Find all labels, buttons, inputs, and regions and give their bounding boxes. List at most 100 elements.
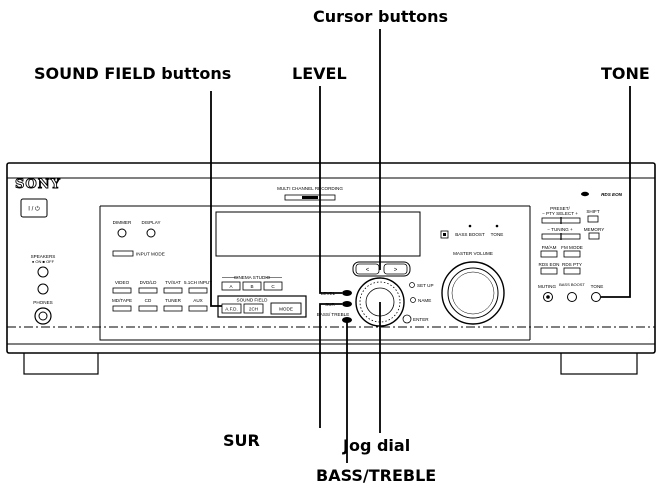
master-volume-label: MASTER VOLUME	[453, 251, 493, 256]
tone-button[interactable]	[591, 292, 601, 302]
bass-boost-indicator-label: BASS BOOST	[455, 232, 485, 237]
cursor-right-button[interactable]	[383, 263, 408, 275]
tone-indicator-label: TONE	[491, 232, 504, 237]
right-foot	[560, 349, 638, 375]
input-dvd-button[interactable]	[138, 287, 158, 294]
dimmer-button[interactable]	[117, 228, 127, 238]
callout-level: LEVEL	[292, 64, 347, 83]
callout-sur: SUR	[223, 431, 260, 450]
leader-sound-field	[210, 91, 222, 307]
center-panel-outline	[99, 206, 530, 341]
cursor-left-button[interactable]	[355, 263, 380, 275]
display-button[interactable]	[146, 228, 156, 238]
preset-label: PRESET/	[550, 206, 570, 211]
cinema-c-button[interactable]	[263, 281, 283, 291]
callout-tone: TONE	[601, 64, 650, 83]
rds-pty-label: RDS PTY	[562, 262, 582, 267]
cinema-b-button[interactable]	[242, 281, 262, 291]
enter-label: ENTER	[413, 317, 429, 322]
speakers-button-b[interactable]	[37, 283, 49, 295]
sony-logo: SONY	[15, 177, 61, 192]
receiver-body	[6, 162, 656, 354]
dimmer-label: DIMMER	[113, 220, 132, 225]
power-label: I / ⏻	[28, 206, 40, 213]
shift-label: SHIFT	[586, 209, 599, 214]
input-label-aux: AUX	[193, 298, 202, 303]
display-window	[215, 211, 421, 257]
input-label-51ch: 5.1CH INPUT	[184, 280, 212, 285]
rds-eon-btn-label: RDS EON	[539, 262, 560, 267]
input-tuner-button[interactable]	[163, 305, 183, 312]
input-video-button[interactable]	[112, 287, 132, 294]
pty-select-label: − PTY SELECT +	[542, 211, 578, 216]
rds-eon-button[interactable]	[540, 267, 558, 275]
setup-label: SET UP	[417, 283, 434, 288]
input-label-cd: CD	[145, 298, 152, 303]
input-label-mdtape: MD/TAPE	[112, 298, 132, 303]
cinema-studio-label: CINEMA STUDIO	[234, 275, 271, 280]
input-label-dvd: DVD/LD	[140, 280, 158, 285]
name-label: NAME	[418, 298, 431, 303]
callout-bass-treble: BASS/TREBLE	[316, 466, 437, 485]
setup-button[interactable]	[409, 282, 415, 288]
mode-button[interactable]	[270, 302, 302, 315]
sound-field-label: SOUND FIELD	[237, 298, 269, 303]
fmam-label: FM/AM	[542, 245, 557, 250]
input-label-tvsat: TV/SAT	[165, 280, 181, 285]
display-label: DISPLAY	[141, 220, 160, 225]
cursor-right-label: >	[394, 268, 398, 274]
cursor-left-label: <	[366, 268, 370, 274]
multi-channel-label: MULTI CHANNEL RECORDING	[277, 186, 343, 191]
input-tvsat-button[interactable]	[163, 287, 183, 294]
callout-sound-field-buttons: SOUND FIELD buttons	[34, 64, 232, 83]
callout-leader-lines	[210, 29, 631, 463]
cinema-b-label: B	[250, 284, 253, 289]
leader-tone	[601, 86, 631, 298]
bass-boost-button[interactable]	[567, 292, 577, 302]
left-foot	[23, 349, 99, 375]
rds-logo-mark	[581, 191, 589, 197]
leader-level	[319, 86, 342, 294]
sur-button[interactable]	[342, 301, 352, 307]
callout-jog-dial: Jog dial	[343, 436, 411, 455]
fmam-button[interactable]	[540, 250, 558, 258]
afd-button[interactable]	[221, 303, 242, 314]
leader-sur	[319, 303, 342, 428]
rds-eon-logo: RDS EON	[601, 192, 623, 197]
input-cd-button[interactable]	[138, 305, 158, 312]
bass-boost-button-label: BASS BOOST	[559, 282, 585, 287]
input-mdtape-button[interactable]	[112, 305, 132, 312]
power-button[interactable]	[20, 198, 48, 218]
cinema-c-label: C	[271, 284, 275, 289]
memory-label: MEMORY	[584, 227, 605, 232]
rds-pty-button[interactable]	[563, 267, 581, 275]
fm-mode-label: FM MODE	[561, 245, 583, 250]
bass-treble-button[interactable]	[342, 317, 352, 323]
tuning-label: − TUNING +	[547, 227, 573, 232]
2ch-button[interactable]	[243, 303, 264, 314]
input-aux-button[interactable]	[188, 305, 208, 312]
input-label-video: VIDEO	[115, 280, 130, 285]
callout-cursor-buttons: Cursor buttons	[313, 7, 449, 26]
level-button[interactable]	[342, 290, 352, 296]
shift-button[interactable]	[587, 215, 599, 223]
fm-mode-button[interactable]	[563, 250, 581, 258]
input-51ch-button[interactable]	[188, 287, 208, 294]
phones-label: PHONES	[33, 300, 52, 305]
afd-label: A.F.D.	[225, 307, 238, 312]
name-button[interactable]	[410, 297, 416, 303]
speakers-sub-label: ● ON ■ OFF	[32, 259, 55, 264]
speakers-button-a[interactable]	[37, 266, 49, 278]
bass-treble-panel-label: BASS/ TREBLE	[317, 312, 350, 317]
input-label-tuner: TUNER	[165, 298, 182, 303]
enter-button[interactable]	[402, 314, 412, 324]
mode-label: MODE	[279, 307, 293, 312]
tone-button-label: TONE	[591, 284, 604, 289]
input-mode-button[interactable]	[112, 250, 134, 257]
cinema-a-button[interactable]	[221, 281, 241, 291]
2ch-label: 2CH	[249, 307, 258, 312]
speakers-label: SPEAKERS	[31, 254, 56, 259]
memory-button[interactable]	[588, 232, 600, 240]
